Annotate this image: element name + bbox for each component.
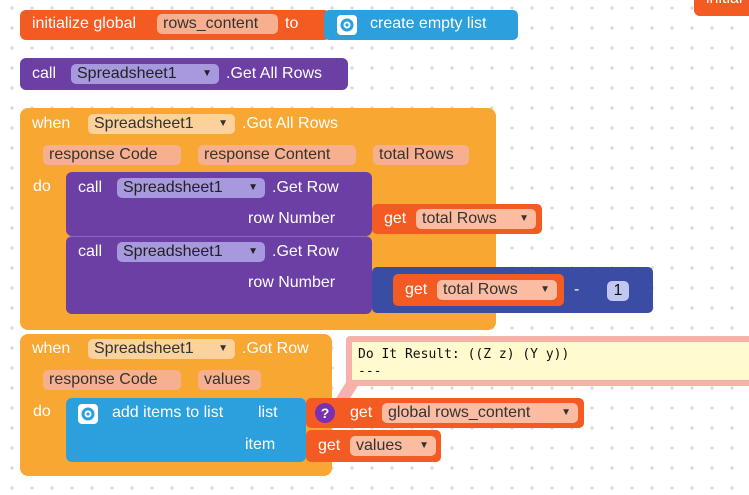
get-label: get — [318, 437, 341, 454]
variable-dropdown[interactable]: total Rows ▼ — [416, 209, 536, 229]
gear-icon[interactable] — [78, 404, 98, 424]
get-label: get — [405, 281, 428, 298]
param-total-rows[interactable]: total Rows — [373, 145, 469, 165]
global-name-field[interactable]: rows_content — [157, 14, 278, 34]
component-name: Spreadsheet1 — [123, 179, 223, 196]
row-number-label: row Number — [248, 274, 336, 291]
variable-dropdown[interactable]: values ▼ — [350, 436, 436, 456]
variable-name: total Rows — [443, 281, 518, 298]
component-name: Spreadsheet1 — [123, 243, 223, 260]
do-it-result-comment[interactable]: Do It Result: ((Z z) (Y y)) --- — [346, 336, 749, 386]
dropdown-arrow-icon: ▼ — [561, 407, 571, 418]
dropdown-arrow-icon: ▼ — [218, 118, 228, 129]
to-label: to — [285, 15, 299, 32]
initialize-global-label: initialize global — [32, 15, 137, 32]
component-dropdown[interactable]: Spreadsheet1 ▼ — [71, 64, 219, 84]
variable-dropdown[interactable]: total Rows ▼ — [437, 280, 557, 300]
get-label: get — [350, 404, 373, 421]
get-variable-block[interactable]: get total Rows ▼ — [372, 204, 542, 234]
component-dropdown[interactable]: Spreadsheet1 ▼ — [88, 114, 235, 134]
get-label: get — [384, 210, 407, 227]
dropdown-arrow-icon: ▼ — [202, 68, 212, 79]
gear-icon[interactable] — [337, 15, 357, 35]
number-block[interactable]: 1 — [600, 278, 636, 304]
call-get-row-block[interactable]: call Spreadsheet1 ▼ .Get Row row Number — [66, 172, 372, 236]
call-label: call — [78, 243, 103, 260]
create-empty-list-block[interactable]: create empty list — [324, 10, 518, 40]
number-field[interactable]: 1 — [607, 281, 629, 301]
comment-line-2: --- — [358, 364, 382, 379]
when-label: when — [32, 115, 71, 132]
method-label: .Get All Rows — [226, 65, 323, 82]
when-label: when — [32, 340, 71, 357]
get-variable-block[interactable]: get total Rows ▼ — [393, 274, 564, 306]
add-items-to-list-block[interactable]: add items to list list item — [66, 398, 306, 462]
list-socket-label: list — [258, 404, 278, 421]
offscreen-block-label: initial — [706, 0, 742, 9]
call-label: call — [32, 65, 57, 82]
call-get-all-rows-block[interactable]: call Spreadsheet1 ▼ .Get All Rows — [20, 58, 348, 90]
dropdown-arrow-icon: ▼ — [540, 284, 550, 295]
param-values[interactable]: values — [198, 370, 261, 390]
component-name: Spreadsheet1 — [94, 115, 194, 132]
variable-name: values — [356, 437, 403, 454]
param-response-code[interactable]: response Code — [43, 145, 181, 165]
variable-dropdown[interactable]: global rows_content ▼ — [382, 403, 578, 423]
get-global-block[interactable]: ? get global rows_content ▼ — [306, 398, 584, 428]
dropdown-arrow-icon: ▼ — [419, 440, 429, 451]
minus-operator: - — [574, 281, 580, 298]
row-number-label: row Number — [248, 210, 336, 227]
get-values-block[interactable]: get values ▼ — [306, 430, 441, 462]
component-dropdown[interactable]: Spreadsheet1 ▼ — [117, 242, 265, 262]
variable-name: total Rows — [422, 210, 497, 227]
param-response-content[interactable]: response Content — [198, 145, 356, 165]
dropdown-arrow-icon: ▼ — [519, 213, 529, 224]
component-dropdown[interactable]: Spreadsheet1 ▼ — [117, 178, 265, 198]
param-response-code[interactable]: response Code — [43, 370, 181, 390]
initialize-global-block[interactable]: initialize global rows_content to — [20, 10, 330, 40]
warning-icon[interactable]: ? — [315, 403, 335, 423]
comment-line-1: Do It Result: ((Z z) (Y y)) — [358, 347, 570, 362]
component-dropdown[interactable]: Spreadsheet1 ▼ — [88, 339, 235, 359]
add-items-label: add items to list — [112, 404, 224, 421]
call-get-row-block[interactable]: call Spreadsheet1 ▼ .Get Row row Number — [66, 236, 372, 314]
comment-body: Do It Result: ((Z z) (Y y)) --- — [352, 342, 749, 380]
method-label: .Get Row — [272, 179, 339, 196]
method-label: .Get Row — [272, 243, 339, 260]
call-label: call — [78, 179, 103, 196]
event-name-label: .Got Row — [242, 340, 309, 357]
component-name: Spreadsheet1 — [94, 340, 194, 357]
component-name: Spreadsheet1 — [77, 65, 177, 82]
create-empty-list-label: create empty list — [370, 15, 487, 32]
variable-name: global rows_content — [388, 404, 531, 421]
dropdown-arrow-icon: ▼ — [248, 182, 258, 193]
dropdown-arrow-icon: ▼ — [248, 246, 258, 257]
do-label: do — [33, 403, 51, 420]
do-label: do — [33, 178, 51, 195]
offscreen-variable-block[interactable]: initial — [694, 0, 749, 16]
item-socket-label: item — [245, 436, 276, 453]
dropdown-arrow-icon: ▼ — [218, 343, 228, 354]
event-name-label: .Got All Rows — [242, 115, 339, 132]
